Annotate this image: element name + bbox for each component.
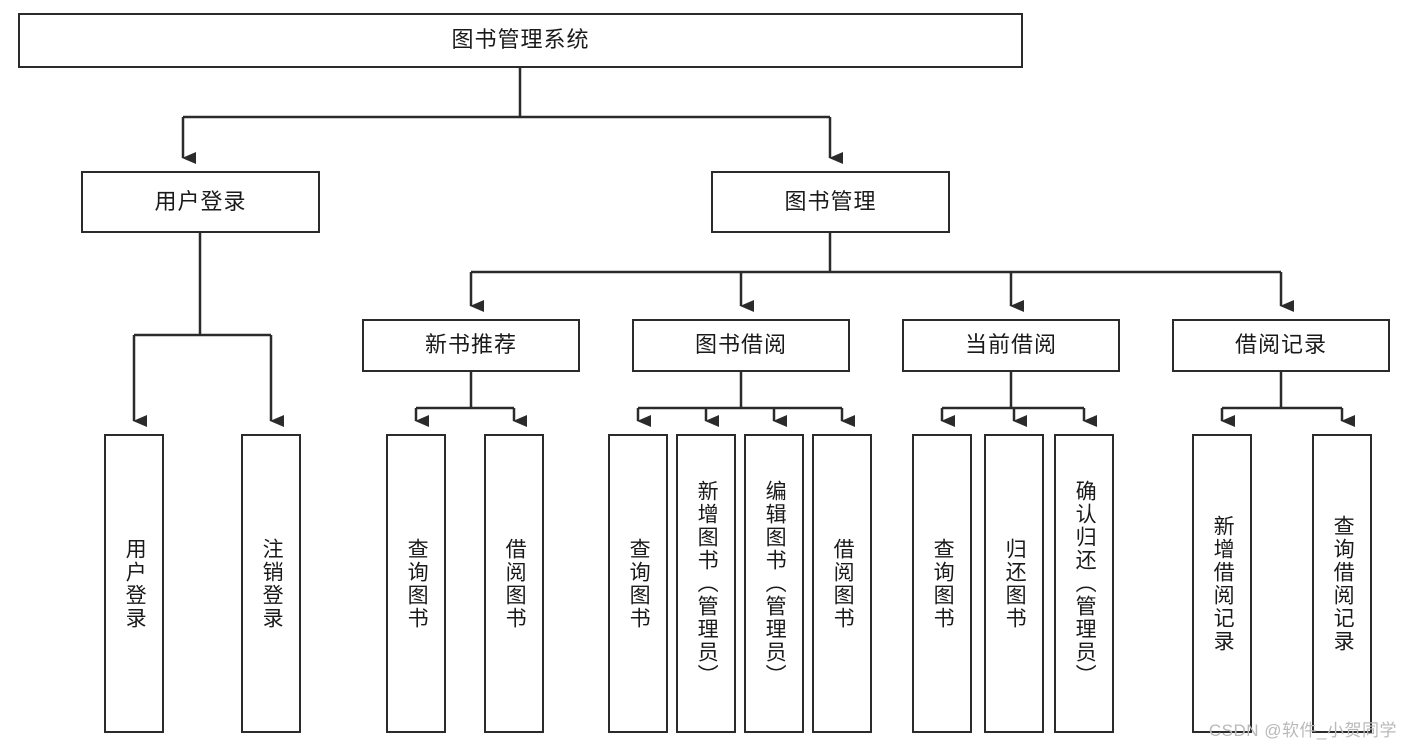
node-new-book-recommend-label: 新书推荐 <box>424 332 517 358</box>
edge-group-book-borrow <box>636 372 855 427</box>
node-root-label: 图书管理系统 <box>451 27 590 53</box>
edge-group-root <box>181 68 843 164</box>
node-user-login-label: 用户登录 <box>154 188 247 214</box>
node-leaf-query-book-1-label: 查询图书 <box>405 537 429 630</box>
node-leaf-query-book-2-label: 查询图书 <box>627 537 651 630</box>
node-current-borrow-label: 当前借阅 <box>964 332 1057 358</box>
csdn-watermark: CSDN @软件_小贺同学 <box>1208 721 1397 740</box>
node-leaf-borrow-book-2[interactable]: 借阅图书 <box>812 434 872 733</box>
edge-group-borrow-record <box>1220 372 1355 427</box>
node-book-management[interactable]: 图书管理 <box>711 171 950 233</box>
edge-group-new-book-recommend <box>414 372 527 427</box>
node-leaf-query-book-1[interactable]: 查询图书 <box>386 434 446 733</box>
node-leaf-borrow-book-2-label: 借阅图书 <box>831 537 855 630</box>
node-leaf-confirm-return-admin-label: 确认归还（管理员） <box>1073 480 1097 687</box>
node-user-login[interactable]: 用户登录 <box>81 171 320 233</box>
node-leaf-user-login[interactable]: 用户登录 <box>104 434 164 733</box>
node-leaf-return-book[interactable]: 归还图书 <box>984 434 1044 733</box>
node-leaf-user-logout[interactable]: 注销登录 <box>241 434 301 733</box>
edge-group-current-borrow <box>940 372 1097 427</box>
node-leaf-query-borrow-record[interactable]: 查询借阅记录 <box>1312 434 1372 733</box>
node-leaf-add-book-admin[interactable]: 新增图书（管理员） <box>676 434 736 733</box>
node-borrow-record-label: 借阅记录 <box>1234 332 1327 358</box>
node-new-book-recommend[interactable]: 新书推荐 <box>362 319 580 372</box>
node-leaf-user-logout-label: 注销登录 <box>260 537 284 630</box>
node-leaf-borrow-book-1-label: 借阅图书 <box>503 537 527 630</box>
node-leaf-query-book-3-label: 查询图书 <box>931 537 955 630</box>
node-leaf-confirm-return-admin[interactable]: 确认归还（管理员） <box>1054 434 1114 733</box>
node-leaf-edit-book-admin[interactable]: 编辑图书（管理员） <box>744 434 804 733</box>
node-leaf-return-book-label: 归还图书 <box>1003 537 1027 630</box>
node-leaf-query-borrow-record-label: 查询借阅记录 <box>1331 514 1355 653</box>
node-leaf-query-book-2[interactable]: 查询图书 <box>608 434 668 733</box>
node-leaf-user-login-label: 用户登录 <box>123 537 147 630</box>
node-book-borrow[interactable]: 图书借阅 <box>632 319 850 372</box>
node-leaf-add-borrow-record[interactable]: 新增借阅记录 <box>1192 434 1252 733</box>
node-leaf-add-book-admin-label: 新增图书（管理员） <box>695 480 719 687</box>
edge-group-user-login <box>132 233 284 427</box>
node-leaf-add-borrow-record-label: 新增借阅记录 <box>1211 514 1235 653</box>
node-book-borrow-label: 图书借阅 <box>694 332 787 358</box>
node-book-management-label: 图书管理 <box>784 188 877 214</box>
node-leaf-edit-book-admin-label: 编辑图书（管理员） <box>763 480 787 687</box>
node-leaf-query-book-3[interactable]: 查询图书 <box>912 434 972 733</box>
node-root[interactable]: 图书管理系统 <box>18 13 1023 68</box>
edge-group-book-management <box>469 233 1294 312</box>
node-leaf-borrow-book-1[interactable]: 借阅图书 <box>484 434 544 733</box>
node-current-borrow[interactable]: 当前借阅 <box>902 319 1120 372</box>
node-borrow-record[interactable]: 借阅记录 <box>1172 319 1390 372</box>
